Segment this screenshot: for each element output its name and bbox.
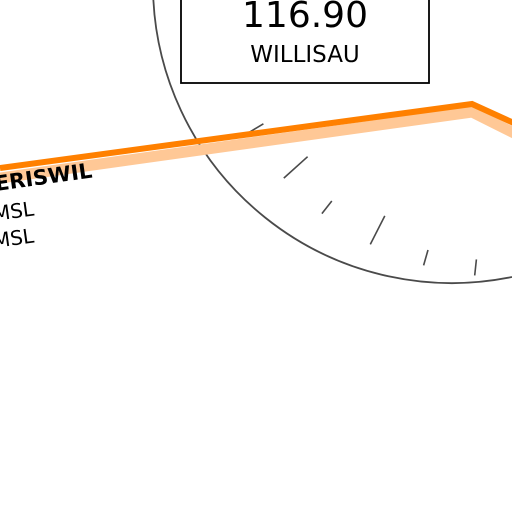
compass-tick: [321, 200, 333, 215]
navaid-box: [180, 0, 430, 84]
compass-arc: [152, 0, 512, 284]
navaid-label[interactable]: 116.90 WILLISAU: [180, 0, 430, 84]
waypoint-altitude-lower: MSL: [0, 223, 36, 253]
compass-tick: [473, 259, 478, 276]
waypoint-altitude-upper: MSL: [0, 196, 36, 226]
navaid-name: WILLISAU: [250, 42, 360, 68]
compass-tick: [283, 156, 309, 179]
compass-tick: [249, 123, 264, 133]
navaid-frequency: 116.90: [242, 0, 368, 36]
route-halo: [0, 106, 512, 184]
route-stroke: [0, 100, 512, 171]
compass-tick: [422, 249, 429, 266]
compass-tick: [369, 215, 386, 245]
route-line: [0, 100, 512, 184]
waypoint-label[interactable]: ERISWIL MSL MSL: [0, 159, 94, 253]
